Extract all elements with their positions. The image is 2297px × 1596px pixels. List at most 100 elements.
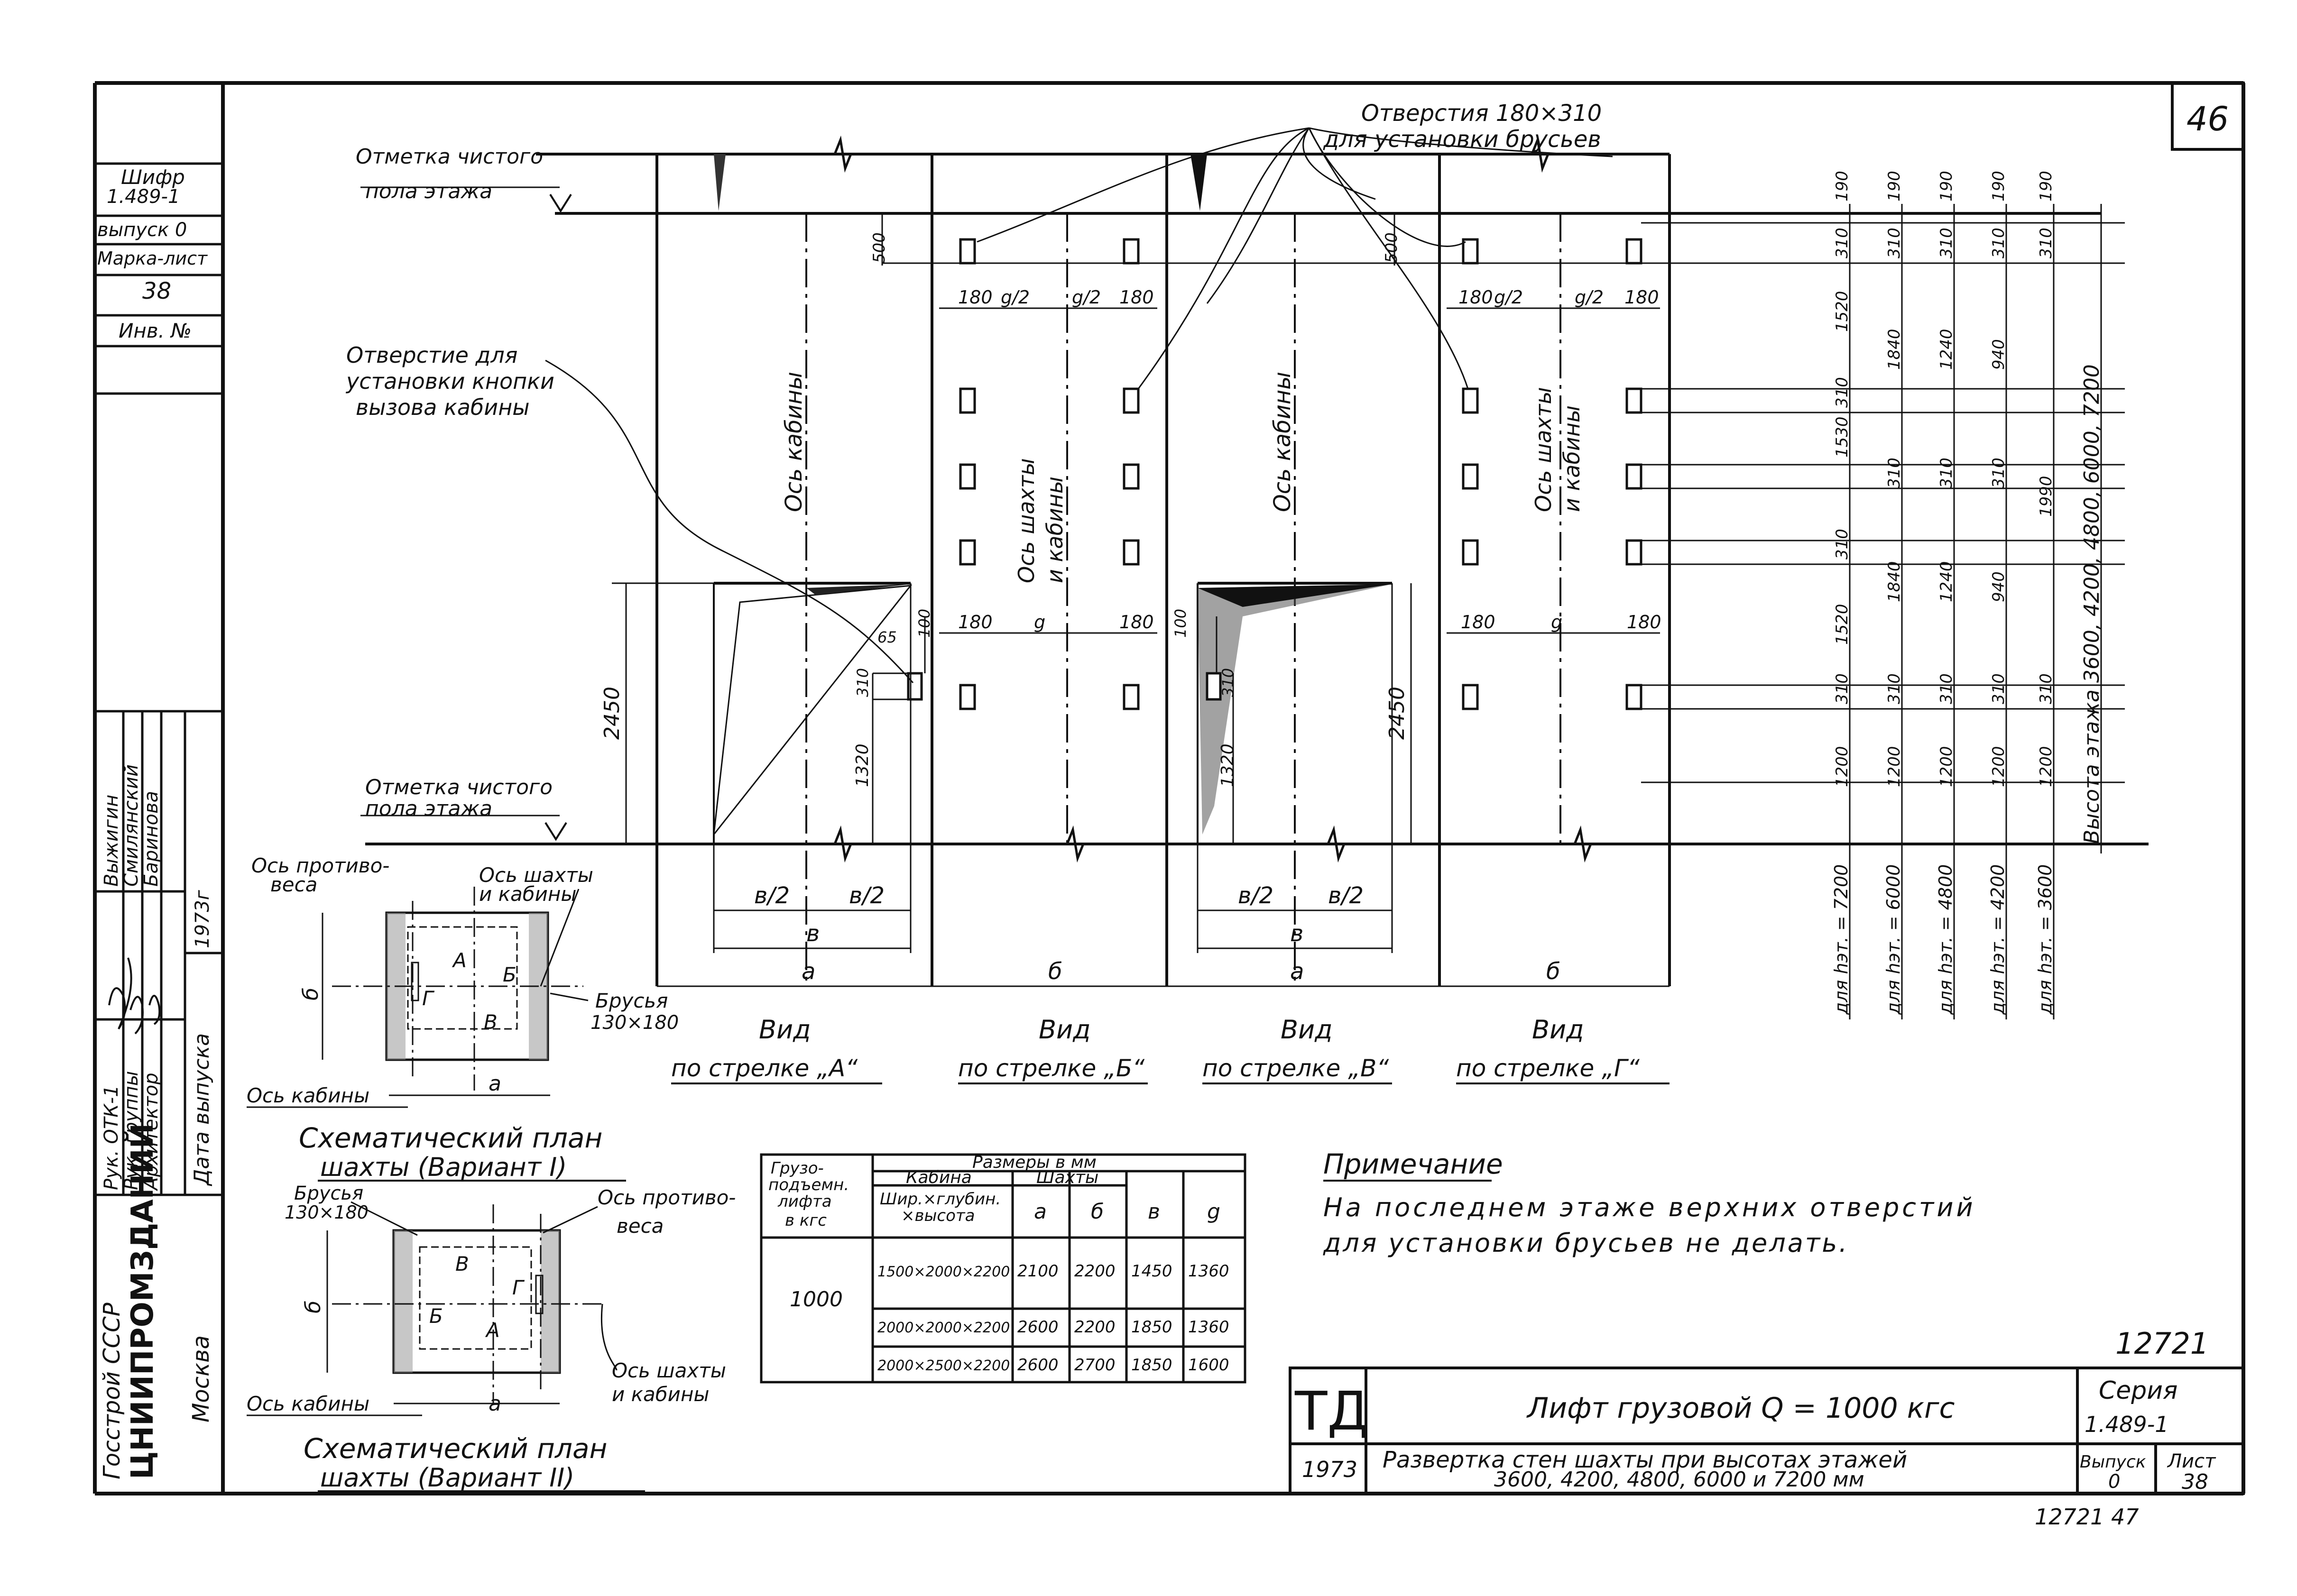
note-title: Примечание xyxy=(1323,1148,1503,1180)
dim-bb-1: б xyxy=(1048,958,1062,985)
floor-height-total: Высота этажа 3600, 4200, 4800, 6000, 720… xyxy=(2080,364,2104,844)
height-col-3600: 190 310 1990 310 1200 для hэт. = 3600 xyxy=(2035,171,2056,1015)
page-number: 46 xyxy=(2186,100,2229,138)
dim-310-a: 310 xyxy=(854,668,872,697)
plan1-axis-cw-1: Ось противо- xyxy=(251,854,389,877)
view-a-title: Вид по стрелке „А“ xyxy=(671,1015,882,1084)
name-1: Выжигин xyxy=(101,795,122,887)
dim-100-a: 100 xyxy=(915,609,933,638)
view-v-title: Вид по стрелке „В“ xyxy=(1202,1015,1392,1084)
h3600-v1: 1990 xyxy=(2037,476,2056,517)
cell-r1-b: 2200 xyxy=(1074,1262,1116,1281)
cell-r3-v: 1850 xyxy=(1131,1356,1172,1375)
floor-marker-top: Отметка чистого пола этажа xyxy=(356,145,572,213)
stamp-inv: Инв. № xyxy=(119,319,192,342)
bottom-code: 12721 47 xyxy=(2035,1504,2139,1530)
plan2-letter-g: Г xyxy=(512,1276,525,1299)
plan1-axis-shaft-1: Ось шахты xyxy=(479,863,593,887)
stamp-shifr: Шифр xyxy=(121,165,185,189)
h4800-label: для hэт. = 4800 xyxy=(1935,864,1956,1015)
dim-180-5: 180 xyxy=(958,612,993,633)
left-strip: Рук. ОТК-1 Рук. группы Архитектор Выжиги… xyxy=(95,710,223,1479)
h7200-v6: 310 xyxy=(1833,673,1852,704)
door-opening-a xyxy=(712,582,913,844)
shaft-axis-label-2a: Ось шахты xyxy=(1531,387,1556,512)
date-label: Дата выпуска xyxy=(190,1033,214,1186)
dim-bhalf-2: в/2 xyxy=(849,882,885,909)
dim-100-b: 100 xyxy=(1172,609,1190,638)
tb-subtitle-1: Развертка стен шахты при высотах этажей xyxy=(1383,1447,1907,1473)
h6000-v3: 1840 xyxy=(1885,561,1904,602)
dimensions-table: Грузо- подъемн. лифта в кгс Размеры в мм… xyxy=(760,1153,1246,1384)
h4200-v3: 940 xyxy=(1989,571,2008,602)
table-row-2: 2000×2000×2200 2600 2200 1850 1360 xyxy=(877,1318,1229,1337)
h4200-v5: 1200 xyxy=(1989,746,2008,787)
note: Примечание На последнем этаже верхних от… xyxy=(1323,1148,1973,1258)
release-year: 1973г xyxy=(192,890,213,948)
table-load: 1000 xyxy=(790,1287,843,1312)
tb-list: 38 xyxy=(2182,1470,2208,1494)
h6000-v1: 1840 xyxy=(1885,329,1904,370)
h3600-v2: 310 xyxy=(2037,673,2056,704)
stamp-marka-value: 38 xyxy=(142,278,171,304)
h4800-v4: 310 xyxy=(1937,673,1956,704)
table-h-cabin: Кабина xyxy=(906,1168,972,1187)
plan1-letter-a: А xyxy=(452,949,467,972)
floor-label-top-1: Отметка чистого xyxy=(356,145,543,169)
h6000-v5: 1200 xyxy=(1885,746,1904,787)
dim-a-2: а xyxy=(1290,958,1304,985)
plan1-letter-b: Б xyxy=(503,963,517,986)
title-block: ТД 1973 Лифт грузовой Q = 1000 кгс Разве… xyxy=(1289,1367,2245,1495)
dim-65: 65 xyxy=(877,628,897,646)
plan2-title-2: шахты (Вариант II) xyxy=(320,1463,574,1493)
plan2-dim-a: а xyxy=(489,1392,501,1416)
floor-label-bottom-1: Отметка чистого xyxy=(365,775,553,799)
name-2: Смилянский xyxy=(120,764,142,887)
table-h-cabin-sub-2: ×высота xyxy=(901,1206,975,1225)
signatures xyxy=(108,957,161,1035)
dim-180-8: 180 xyxy=(1627,612,1661,633)
org-institute: ЦНИИПРОМЗДАНИЙ xyxy=(124,1123,160,1479)
cell-r2-b: 2200 xyxy=(1074,1318,1116,1337)
h4200-top: 190 xyxy=(1989,171,2008,202)
table-h-load-1: Грузо- xyxy=(771,1159,824,1178)
doc-number: 12721 xyxy=(2115,1326,2209,1361)
tb-vypusk: 0 xyxy=(2108,1471,2120,1493)
table-h-load-3: лифта xyxy=(777,1192,832,1211)
org-city: Москва xyxy=(188,1335,214,1422)
dim-180-2: 180 xyxy=(1119,287,1154,308)
tb-subtitle-2: 3600, 4200, 4800, 6000 и 7200 мм xyxy=(1494,1468,1864,1492)
dim-500-a: 500 xyxy=(870,232,889,263)
stamp-marka-list: Марка-лист xyxy=(97,248,208,269)
shaft-axis-label-1b: и кабины xyxy=(1042,477,1068,583)
call-button-label-3: вызова кабины xyxy=(356,394,530,420)
h4200-v4: 310 xyxy=(1989,673,2008,704)
plan1-letter-g: Г xyxy=(422,987,435,1010)
dim-g2-4: g/2 xyxy=(1575,287,1604,308)
dim-180-7: 180 xyxy=(1461,612,1495,633)
h6000-v2: 310 xyxy=(1885,458,1904,488)
h3600-top: 190 xyxy=(2037,171,2056,202)
plan1-title-1: Схематический план xyxy=(299,1122,602,1154)
plan1-bars-1: Брусья xyxy=(595,989,668,1012)
h7200-v7: 1200 xyxy=(1833,746,1852,787)
dim-2450-b: 2450 xyxy=(1385,687,1409,740)
cell-r3-g: 1600 xyxy=(1188,1356,1229,1375)
cell-r3-b: 2700 xyxy=(1074,1356,1116,1375)
plan2-axis-cabin: Ось кабины xyxy=(247,1392,369,1415)
plan2-bars-2: 130×180 xyxy=(285,1202,369,1223)
dim-b-2: в xyxy=(1290,920,1303,947)
plan1-axis-shaft-2: и кабины xyxy=(479,882,577,906)
plan-variant-1: А Б В Г Ось противо- веса Ось шахты и ка… xyxy=(247,854,679,1182)
view-g-line1: Вид xyxy=(1532,1015,1584,1045)
dim-1320-b: 1320 xyxy=(1218,743,1237,787)
h6000-v4: 310 xyxy=(1885,673,1904,704)
h7200-top: 190 xyxy=(1833,171,1852,202)
dim-180-1: 180 xyxy=(958,287,993,308)
view-b-line1: Вид xyxy=(1039,1015,1090,1045)
h4200-v2: 310 xyxy=(1989,458,2008,488)
cell-r3-cabin: 2000×2500×2200 xyxy=(877,1358,1010,1374)
floor-label-top-2: пола этажа xyxy=(365,179,492,203)
plan2-letter-v: В xyxy=(455,1252,469,1275)
